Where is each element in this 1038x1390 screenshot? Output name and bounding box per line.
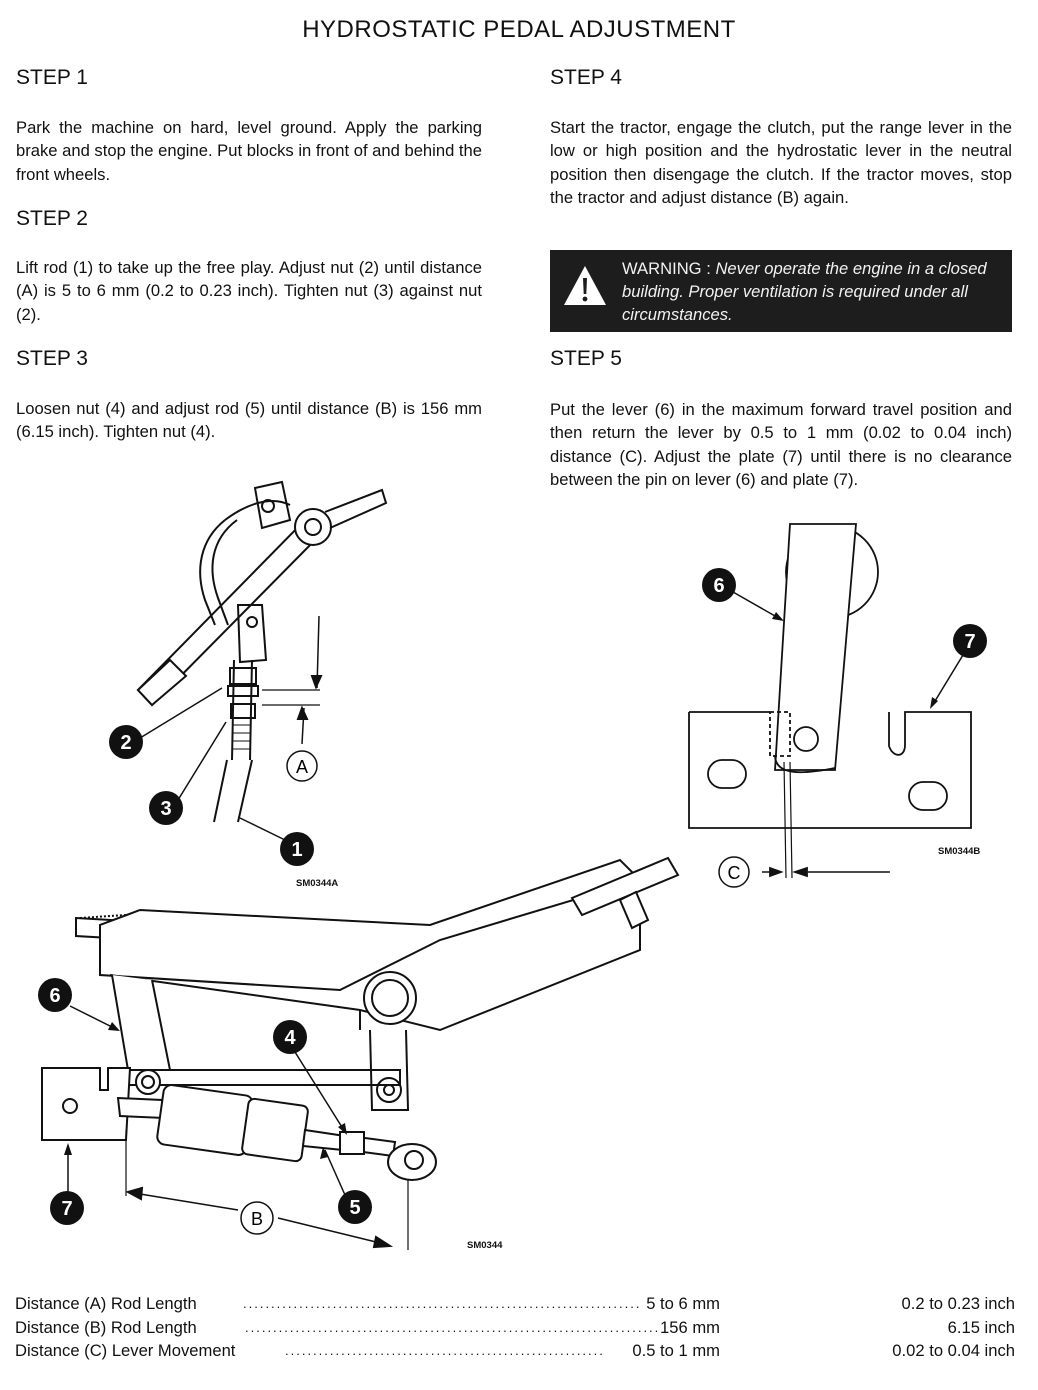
- callout-6-main: 6: [49, 985, 60, 1007]
- spec-leader: ........................................…: [245, 1320, 657, 1335]
- callout-7-marker-main: [50, 1191, 84, 1225]
- main-figure-callouts: 6 4 5 7 B: [38, 978, 372, 1235]
- callout-a: A: [296, 757, 308, 777]
- figure-a-code: SM0344A: [296, 878, 339, 889]
- spec-inch: 6.15 inch: [947, 1318, 1015, 1337]
- callout-c: C: [728, 863, 741, 883]
- warning-text: WARNING : Never operate the engine in a …: [622, 257, 1006, 326]
- figure-b-code: SM0344B: [938, 846, 981, 857]
- step-3-text: Loosen nut (4) and adjust rod (5) until …: [16, 399, 482, 442]
- callout-3: 3: [160, 798, 171, 820]
- left-column: STEP 1 Park the machine on hard, level g…: [16, 0, 482, 460]
- figure-a-callouts: 2 3 1 A: [109, 687, 318, 866]
- figure-b-parts: [688, 523, 972, 879]
- main-figure-parts: [41, 856, 680, 1250]
- warning-body: Never operate the engine in a closed bui…: [622, 259, 987, 324]
- callout-7-marker-b: [953, 624, 987, 658]
- spec-row-b: Distance (B) Rod Length ................…: [15, 1318, 1015, 1342]
- spec-label: Distance (B) Rod Length: [15, 1318, 197, 1337]
- page-title: HYDROSTATIC PEDAL ADJUSTMENT: [302, 16, 736, 43]
- callout-6-b: 6: [713, 575, 724, 597]
- callout-3-marker: [149, 791, 183, 825]
- callout-1: 1: [291, 839, 302, 861]
- spec-row-c: Distance (C) Lever Movement ............…: [15, 1341, 1015, 1365]
- callout-c-marker: [718, 856, 750, 888]
- spec-mm: 5 to 6 mm: [646, 1294, 720, 1313]
- spec-label: Distance (A) Rod Length: [15, 1294, 197, 1313]
- callout-4-marker: [273, 1020, 307, 1054]
- spec-table: Distance (A) Rod Length ................…: [15, 1294, 1015, 1374]
- step-1-text: Park the machine on hard, level ground. …: [16, 118, 482, 184]
- callout-a-marker: [286, 750, 318, 782]
- warning-label: WARNING :: [622, 259, 711, 278]
- step-2-text: Lift rod (1) to take up the free play. A…: [16, 258, 482, 324]
- step-4-heading: STEP 4: [550, 66, 622, 89]
- callout-2-marker: [109, 725, 143, 759]
- step-4-text: Start the tractor, engage the clutch, pu…: [550, 118, 1012, 207]
- callout-5-marker: [338, 1190, 372, 1224]
- callout-7-b: 7: [964, 631, 975, 653]
- callout-6-marker-b: [702, 568, 736, 602]
- callout-6-marker-main: [38, 978, 72, 1012]
- callout-4: 4: [284, 1027, 296, 1049]
- warning-triangle-icon: [564, 266, 606, 305]
- warning-box: WARNING : Never operate the engine in a …: [550, 250, 1012, 332]
- step-3-heading: STEP 3: [16, 347, 88, 370]
- spec-leader: ........................................…: [243, 1296, 639, 1311]
- spec-inch: 0.2 to 0.23 inch: [901, 1294, 1015, 1313]
- spec-leader: ........................................…: [285, 1343, 605, 1358]
- main-figure-code: SM0344: [467, 1240, 503, 1251]
- step-2-heading: STEP 2: [16, 207, 88, 230]
- spec-label: Distance (C) Lever Movement: [15, 1341, 236, 1360]
- figure-b-callouts: 6 7 C: [702, 568, 987, 888]
- step-5-heading: STEP 5: [550, 347, 622, 370]
- spec-mm: 0.5 to 1 mm: [632, 1341, 720, 1360]
- step-5-text: Put the lever (6) in the maximum forward…: [550, 400, 1012, 489]
- right-column: STEP 4 Start the tractor, engage the clu…: [550, 0, 1012, 500]
- callout-b: B: [251, 1209, 263, 1229]
- callout-2: 2: [120, 732, 131, 754]
- callout-1-marker: [280, 832, 314, 866]
- spec-row-a: Distance (A) Rod Length ................…: [15, 1294, 1015, 1318]
- spec-inch: 0.02 to 0.04 inch: [892, 1341, 1015, 1360]
- step-1-heading: STEP 1: [16, 66, 88, 89]
- figure-a-parts: [136, 480, 388, 823]
- callout-b-marker: [240, 1201, 274, 1235]
- callout-5: 5: [349, 1197, 360, 1219]
- callout-7-main: 7: [61, 1198, 72, 1220]
- spec-mm: 156 mm: [660, 1318, 720, 1337]
